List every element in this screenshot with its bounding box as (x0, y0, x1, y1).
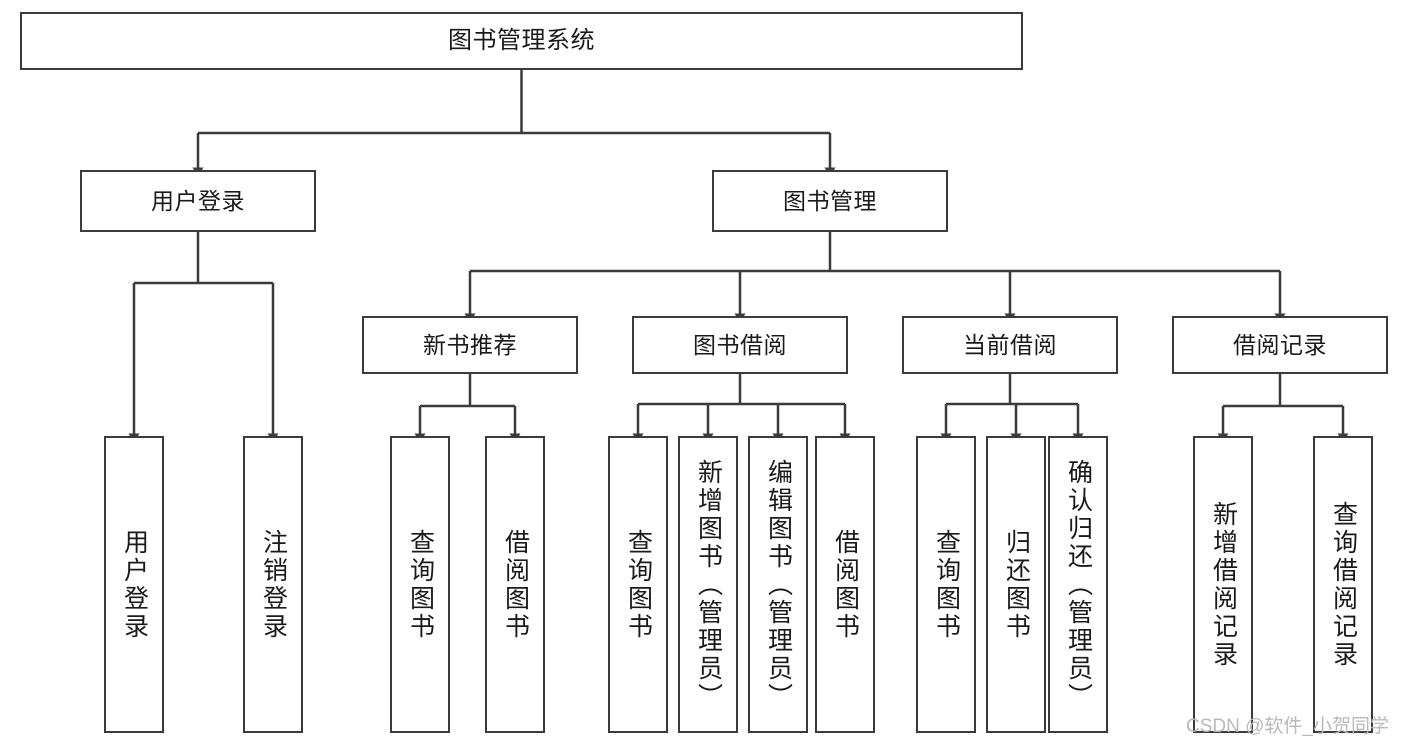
node-leaf-borrow-query: 查询图书 (608, 436, 668, 733)
node-label-current-borrow: 当前借阅 (963, 331, 1057, 358)
watermark: CSDN @软件_小贺同学 (1186, 716, 1389, 737)
node-leaf-cur-query: 查询图书 (916, 436, 976, 733)
node-label-book-borrow: 图书借阅 (693, 331, 787, 358)
node-new-book-rec: 新书推荐 (362, 316, 578, 374)
node-book-manage: 图书管理 (712, 170, 948, 232)
node-user-login: 用户登录 (80, 170, 316, 232)
node-label-leaf-cur-query: 查询图书 (932, 528, 961, 641)
node-label-leaf-user-logout: 注销登录 (259, 528, 288, 641)
node-label-root: 图书管理系统 (448, 27, 595, 55)
node-label-leaf-cur-return: 归还图书 (1002, 528, 1031, 641)
node-leaf-rec-query: 查询图书 (390, 436, 450, 733)
node-leaf-rec-search: 查询借阅记录 (1313, 436, 1373, 733)
node-label-leaf-rec-add: 新增借阅记录 (1209, 500, 1238, 669)
node-label-leaf-user-login: 用户登录 (120, 528, 149, 641)
node-leaf-rec-borrow: 借阅图书 (485, 436, 545, 733)
node-leaf-borrow-borrow: 借阅图书 (815, 436, 875, 733)
node-label-leaf-borrow-edit: 编辑图书（管理员） (764, 458, 793, 711)
node-label-leaf-rec-search: 查询借阅记录 (1329, 500, 1358, 669)
node-leaf-cur-return: 归还图书 (986, 436, 1046, 733)
node-label-leaf-borrow-query: 查询图书 (624, 528, 653, 641)
node-label-leaf-rec-query: 查询图书 (406, 528, 435, 641)
node-label-borrow-record: 借阅记录 (1233, 331, 1327, 358)
node-current-borrow: 当前借阅 (902, 316, 1118, 374)
node-leaf-user-logout: 注销登录 (243, 436, 303, 733)
node-leaf-cur-confirm: 确认归还（管理员） (1048, 436, 1108, 733)
node-leaf-user-login: 用户登录 (104, 436, 164, 733)
node-label-user-login: 用户登录 (151, 187, 245, 214)
node-label-leaf-rec-borrow: 借阅图书 (501, 528, 530, 641)
node-book-borrow: 图书借阅 (632, 316, 848, 374)
node-leaf-borrow-edit: 编辑图书（管理员） (748, 436, 808, 733)
node-label-leaf-borrow-add: 新增图书（管理员） (694, 458, 723, 711)
node-leaf-rec-add: 新增借阅记录 (1193, 436, 1253, 733)
node-label-leaf-borrow-borrow: 借阅图书 (831, 528, 860, 641)
node-label-leaf-cur-confirm: 确认归还（管理员） (1064, 458, 1093, 711)
node-label-new-book-rec: 新书推荐 (423, 331, 517, 358)
node-label-book-manage: 图书管理 (783, 187, 877, 214)
node-borrow-record: 借阅记录 (1172, 316, 1388, 374)
node-root: 图书管理系统 (20, 12, 1023, 70)
node-leaf-borrow-add: 新增图书（管理员） (678, 436, 738, 733)
